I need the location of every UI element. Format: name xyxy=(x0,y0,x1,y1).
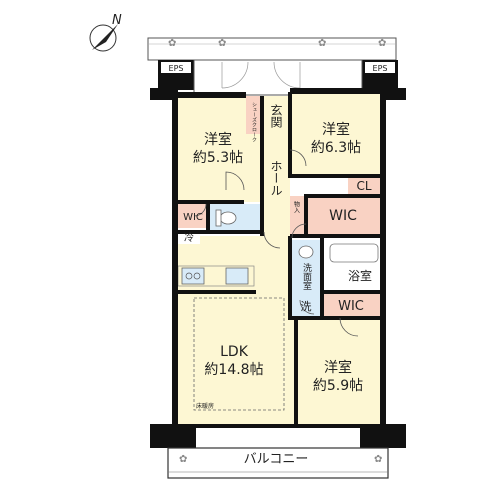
wet-areas xyxy=(178,204,380,316)
wic-rooms xyxy=(178,96,380,316)
floor-heating-label: 床暖房 xyxy=(196,402,214,410)
kitchen-sink xyxy=(225,267,249,285)
svg-text:✿: ✿ xyxy=(218,38,226,49)
compass-north-label: N xyxy=(112,13,122,28)
svg-text:✿: ✿ xyxy=(374,454,382,465)
fridge-label: 冷 xyxy=(184,231,194,244)
room-fills xyxy=(178,92,384,424)
hall-label: ホール xyxy=(269,160,283,196)
wic-bottom xyxy=(322,294,380,316)
western-left-name: 洋室 xyxy=(204,131,232,148)
bathtub xyxy=(329,243,379,263)
cl-label: CL xyxy=(356,179,371,193)
room-labels: 洋室 約5.3帖 洋室 約6.3帖 洋室 約5.9帖 LDK 約14.8帖 玄関… xyxy=(183,102,372,467)
compass: N xyxy=(89,13,122,52)
walls xyxy=(150,88,406,448)
wash-label: 洗 xyxy=(301,300,312,313)
wic-right xyxy=(306,196,380,234)
eps-right-label: EPS xyxy=(373,64,388,73)
storage-label: 物入 xyxy=(293,200,300,213)
cl-closet xyxy=(348,176,380,196)
wic-right-label: WIC xyxy=(329,208,357,224)
ldk-name: LDK xyxy=(220,344,249,360)
svg-text:✿: ✿ xyxy=(179,454,187,465)
shoe-closet-label: シューズクローク xyxy=(251,102,257,142)
western-bottom-name: 洋室 xyxy=(324,359,352,376)
compass-needle xyxy=(92,24,118,50)
western-left-size: 約5.3帖 xyxy=(193,150,243,166)
balcony: ✿ ✿ xyxy=(167,447,389,479)
wic-bottom-label: WIC xyxy=(338,299,364,314)
svg-text:✿: ✿ xyxy=(318,38,326,49)
floor-heating-area xyxy=(193,297,285,411)
shoe-closet xyxy=(246,96,262,134)
svg-text:✿: ✿ xyxy=(378,38,386,49)
top-terrace: ✿ ✿ ✿ ✿ xyxy=(147,37,397,61)
stove xyxy=(181,267,205,285)
washroom-label: 洗面室 xyxy=(301,262,312,290)
compass-ring xyxy=(89,24,117,52)
eps-left-label: EPS xyxy=(169,64,184,73)
toilet-fixture xyxy=(219,211,237,225)
balcony-label: バルコニー xyxy=(244,452,309,467)
fixtures xyxy=(177,209,314,287)
wic-left-label: WIC xyxy=(183,212,203,223)
washbasin xyxy=(298,245,314,259)
western-right-size: 約6.3帖 xyxy=(311,140,361,156)
western-bottom-size: 約5.9帖 xyxy=(313,378,363,394)
ldk-size: 約14.8帖 xyxy=(204,362,263,378)
western-right-name: 洋室 xyxy=(322,121,350,138)
svg-text:✿: ✿ xyxy=(168,38,176,49)
door-swings xyxy=(193,149,359,337)
eps-right: EPS xyxy=(362,60,398,90)
entrance-label: 玄関 xyxy=(269,103,283,128)
wic-left xyxy=(178,204,208,228)
eps-left: EPS xyxy=(158,60,194,90)
bath-label: 浴室 xyxy=(348,268,372,283)
